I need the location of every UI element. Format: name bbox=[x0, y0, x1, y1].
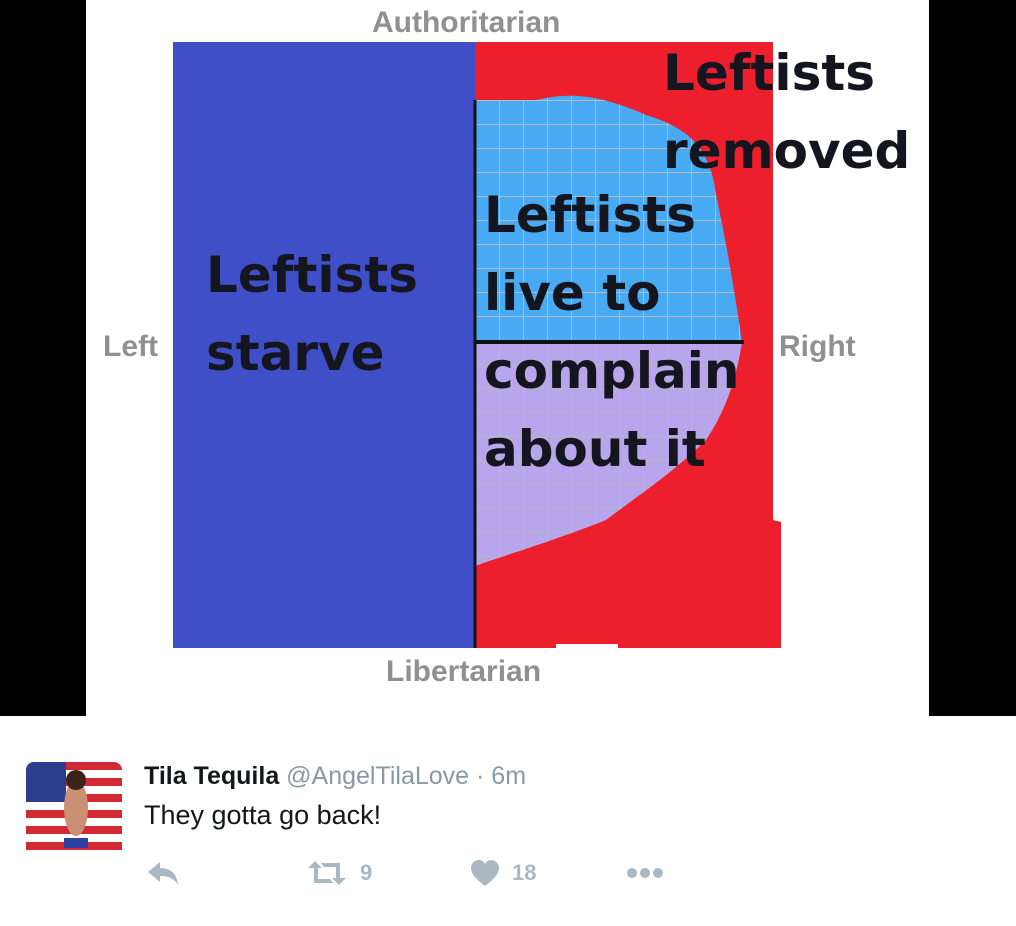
more-button[interactable] bbox=[626, 858, 664, 888]
axis-label-top: Authoritarian bbox=[372, 6, 561, 39]
separator: · bbox=[476, 762, 485, 790]
tweet-text: They gotta go back! bbox=[144, 800, 382, 830]
label-top-right-line1: Leftists bbox=[663, 44, 875, 102]
user-handle[interactable]: @AngelTilaLove bbox=[286, 762, 470, 790]
like-button[interactable]: 18 bbox=[470, 858, 536, 888]
avatar[interactable] bbox=[26, 762, 122, 858]
label-middle-line1: Leftists bbox=[484, 186, 696, 244]
retweet-icon bbox=[306, 859, 348, 887]
reply-icon bbox=[146, 859, 180, 887]
axis-label-bottom: Libertarian bbox=[386, 655, 542, 688]
axis-label-right: Right bbox=[779, 330, 856, 363]
retweet-count: 9 bbox=[360, 860, 373, 885]
left-region bbox=[173, 42, 475, 648]
display-name[interactable]: Tila Tequila bbox=[144, 762, 280, 790]
tweet-image[interactable]: Authoritarian Libertarian Left Right Lef… bbox=[0, 0, 1016, 716]
axis-label-left: Left bbox=[103, 330, 158, 363]
label-left-line2: starve bbox=[206, 324, 385, 382]
tweet-header: Tila Tequila @AngelTilaLove · 6m bbox=[144, 762, 526, 791]
retweet-button[interactable]: 9 bbox=[306, 858, 372, 888]
timestamp[interactable]: 6m bbox=[491, 762, 527, 790]
like-count: 18 bbox=[512, 860, 537, 885]
label-top-right-line2: removed bbox=[663, 122, 911, 180]
heart-icon bbox=[470, 859, 500, 887]
reply-button[interactable] bbox=[146, 858, 180, 888]
tweet: Tila Tequila @AngelTilaLove · 6m They go… bbox=[0, 716, 1016, 926]
compass-graphic bbox=[173, 42, 781, 648]
label-middle-line4: about it bbox=[484, 420, 706, 478]
more-icon bbox=[626, 867, 664, 879]
label-left-line1: Leftists bbox=[206, 246, 418, 304]
label-middle-line3: complain bbox=[484, 342, 740, 400]
political-compass-meme: Authoritarian Libertarian Left Right Lef… bbox=[86, 0, 929, 716]
label-middle-line2: live to bbox=[484, 264, 661, 322]
